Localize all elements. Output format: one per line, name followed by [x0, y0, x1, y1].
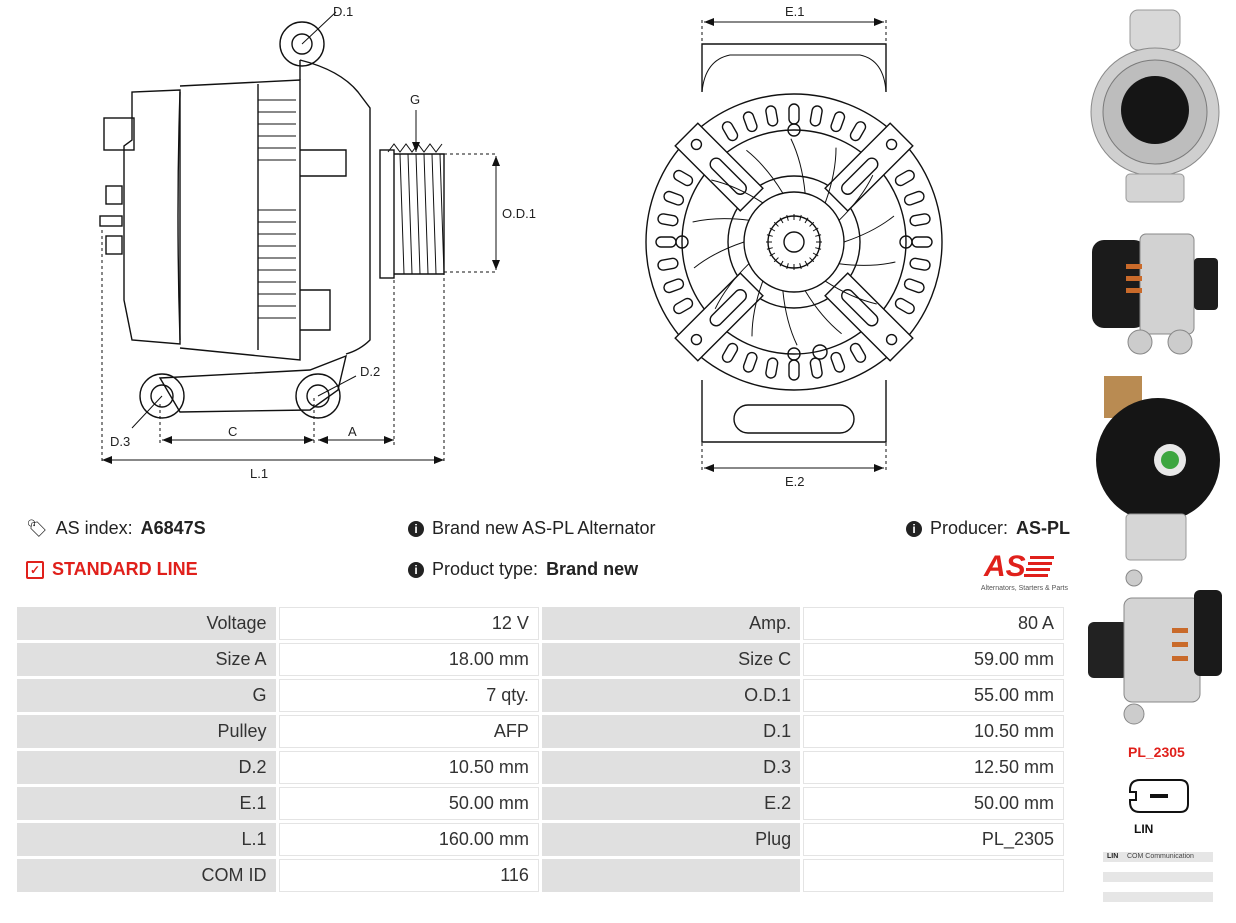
legend-row-empty	[1103, 892, 1213, 902]
spec-label: Pulley	[17, 715, 276, 748]
spec-label: D.3	[541, 751, 801, 784]
spec-label: Size A	[17, 643, 276, 676]
producer-label: Producer:	[930, 518, 1009, 538]
info-icon: i	[408, 561, 424, 578]
legend-code: LIN	[1107, 853, 1119, 860]
spec-value: PL_2305	[803, 823, 1064, 856]
label-d3: D.3	[110, 434, 130, 449]
as-index-value: A6847S	[140, 518, 206, 538]
spec-label: Amp.	[541, 607, 801, 640]
tags-icon: 🏷︎	[26, 518, 48, 538]
as-logo-mark: AS	[983, 550, 1054, 583]
plug-pin-label: LIN	[1134, 822, 1154, 836]
spec-value: 12.50 mm	[803, 751, 1064, 784]
spec-value	[803, 859, 1064, 892]
label-c: C	[228, 424, 237, 439]
spec-value: 10.50 mm	[278, 751, 539, 784]
product-type-label: Product type:	[432, 559, 539, 579]
as-pl-logo: AS Alternators, Starters & Parts	[962, 548, 1068, 592]
label-d1: D.1	[333, 4, 353, 19]
description-text: Brand new AS-PL Alternator	[432, 518, 656, 538]
spec-label	[541, 859, 801, 892]
spec-value: 18.00 mm	[278, 643, 539, 676]
label-e2: E.2	[785, 474, 805, 489]
producer-value: AS-PL	[1016, 518, 1071, 538]
info-icon: i	[408, 520, 424, 537]
label-a: A	[348, 424, 357, 439]
spec-value: 116	[278, 859, 539, 892]
legend-row-empty	[1103, 872, 1213, 882]
plug-code: PL_2305	[1128, 744, 1185, 760]
front-view-drawing: E.1 E.2	[645, 4, 943, 489]
as-index-label: AS index:	[55, 518, 133, 538]
spec-value: 10.50 mm	[803, 715, 1064, 748]
spec-label: L.1	[17, 823, 276, 856]
spec-label: D.2	[17, 751, 276, 784]
svg-text:AS: AS	[983, 550, 1026, 582]
spec-label: Plug	[541, 823, 801, 856]
spec-value: 160.00 mm	[278, 823, 539, 856]
product-photo-rear	[1090, 9, 1220, 203]
label-g: G	[410, 92, 420, 107]
spec-label: D.1	[541, 715, 801, 748]
logo-tagline: Alternators, Starters & Parts	[980, 585, 1068, 592]
spec-value: AFP	[278, 715, 539, 748]
product-photo-back	[1096, 376, 1220, 561]
legend-text: COM Communication	[1127, 853, 1194, 860]
spec-label: Voltage	[17, 607, 276, 640]
spec-label: Size C	[541, 643, 801, 676]
as-index: 🏷︎ AS index: A6847S	[26, 518, 206, 539]
product-photo-side	[1092, 233, 1218, 355]
label-l1: L.1	[250, 466, 268, 481]
side-view-drawing: D.1 G O.D.1 D.2 D.3 C A L.1	[99, 4, 536, 481]
spec-label: G	[17, 679, 276, 712]
legend-row: LIN COM Communication	[1103, 852, 1213, 862]
info-icon: i	[906, 520, 922, 537]
plug-connector-icon	[1129, 779, 1189, 813]
spec-label: O.D.1	[541, 679, 801, 712]
label-od1: O.D.1	[502, 206, 536, 221]
label-e1: E.1	[785, 4, 805, 19]
producer: i Producer: AS-PL	[906, 518, 1070, 539]
spec-value: 12 V	[278, 607, 539, 640]
product-type-value: Brand new	[546, 559, 639, 579]
spec-label: COM ID	[17, 859, 276, 892]
spec-value: 80 A	[803, 607, 1064, 640]
spec-label: E.1	[17, 787, 276, 820]
spec-value: 55.00 mm	[803, 679, 1064, 712]
label-d2: D.2	[360, 364, 380, 379]
standard-line-label: STANDARD LINE	[52, 559, 198, 579]
spec-value: 50.00 mm	[278, 787, 539, 820]
description: i Brand new AS-PL Alternator	[408, 518, 655, 539]
product-photo-front	[1088, 569, 1222, 725]
standard-line: ✓ STANDARD LINE	[26, 559, 198, 580]
check-square-icon: ✓	[26, 560, 44, 579]
product-type: i Product type: Brand new	[408, 559, 638, 580]
spec-value: 50.00 mm	[803, 787, 1064, 820]
spec-value: 59.00 mm	[803, 643, 1064, 676]
spec-value: 7 qty.	[278, 679, 539, 712]
spec-label: E.2	[541, 787, 801, 820]
